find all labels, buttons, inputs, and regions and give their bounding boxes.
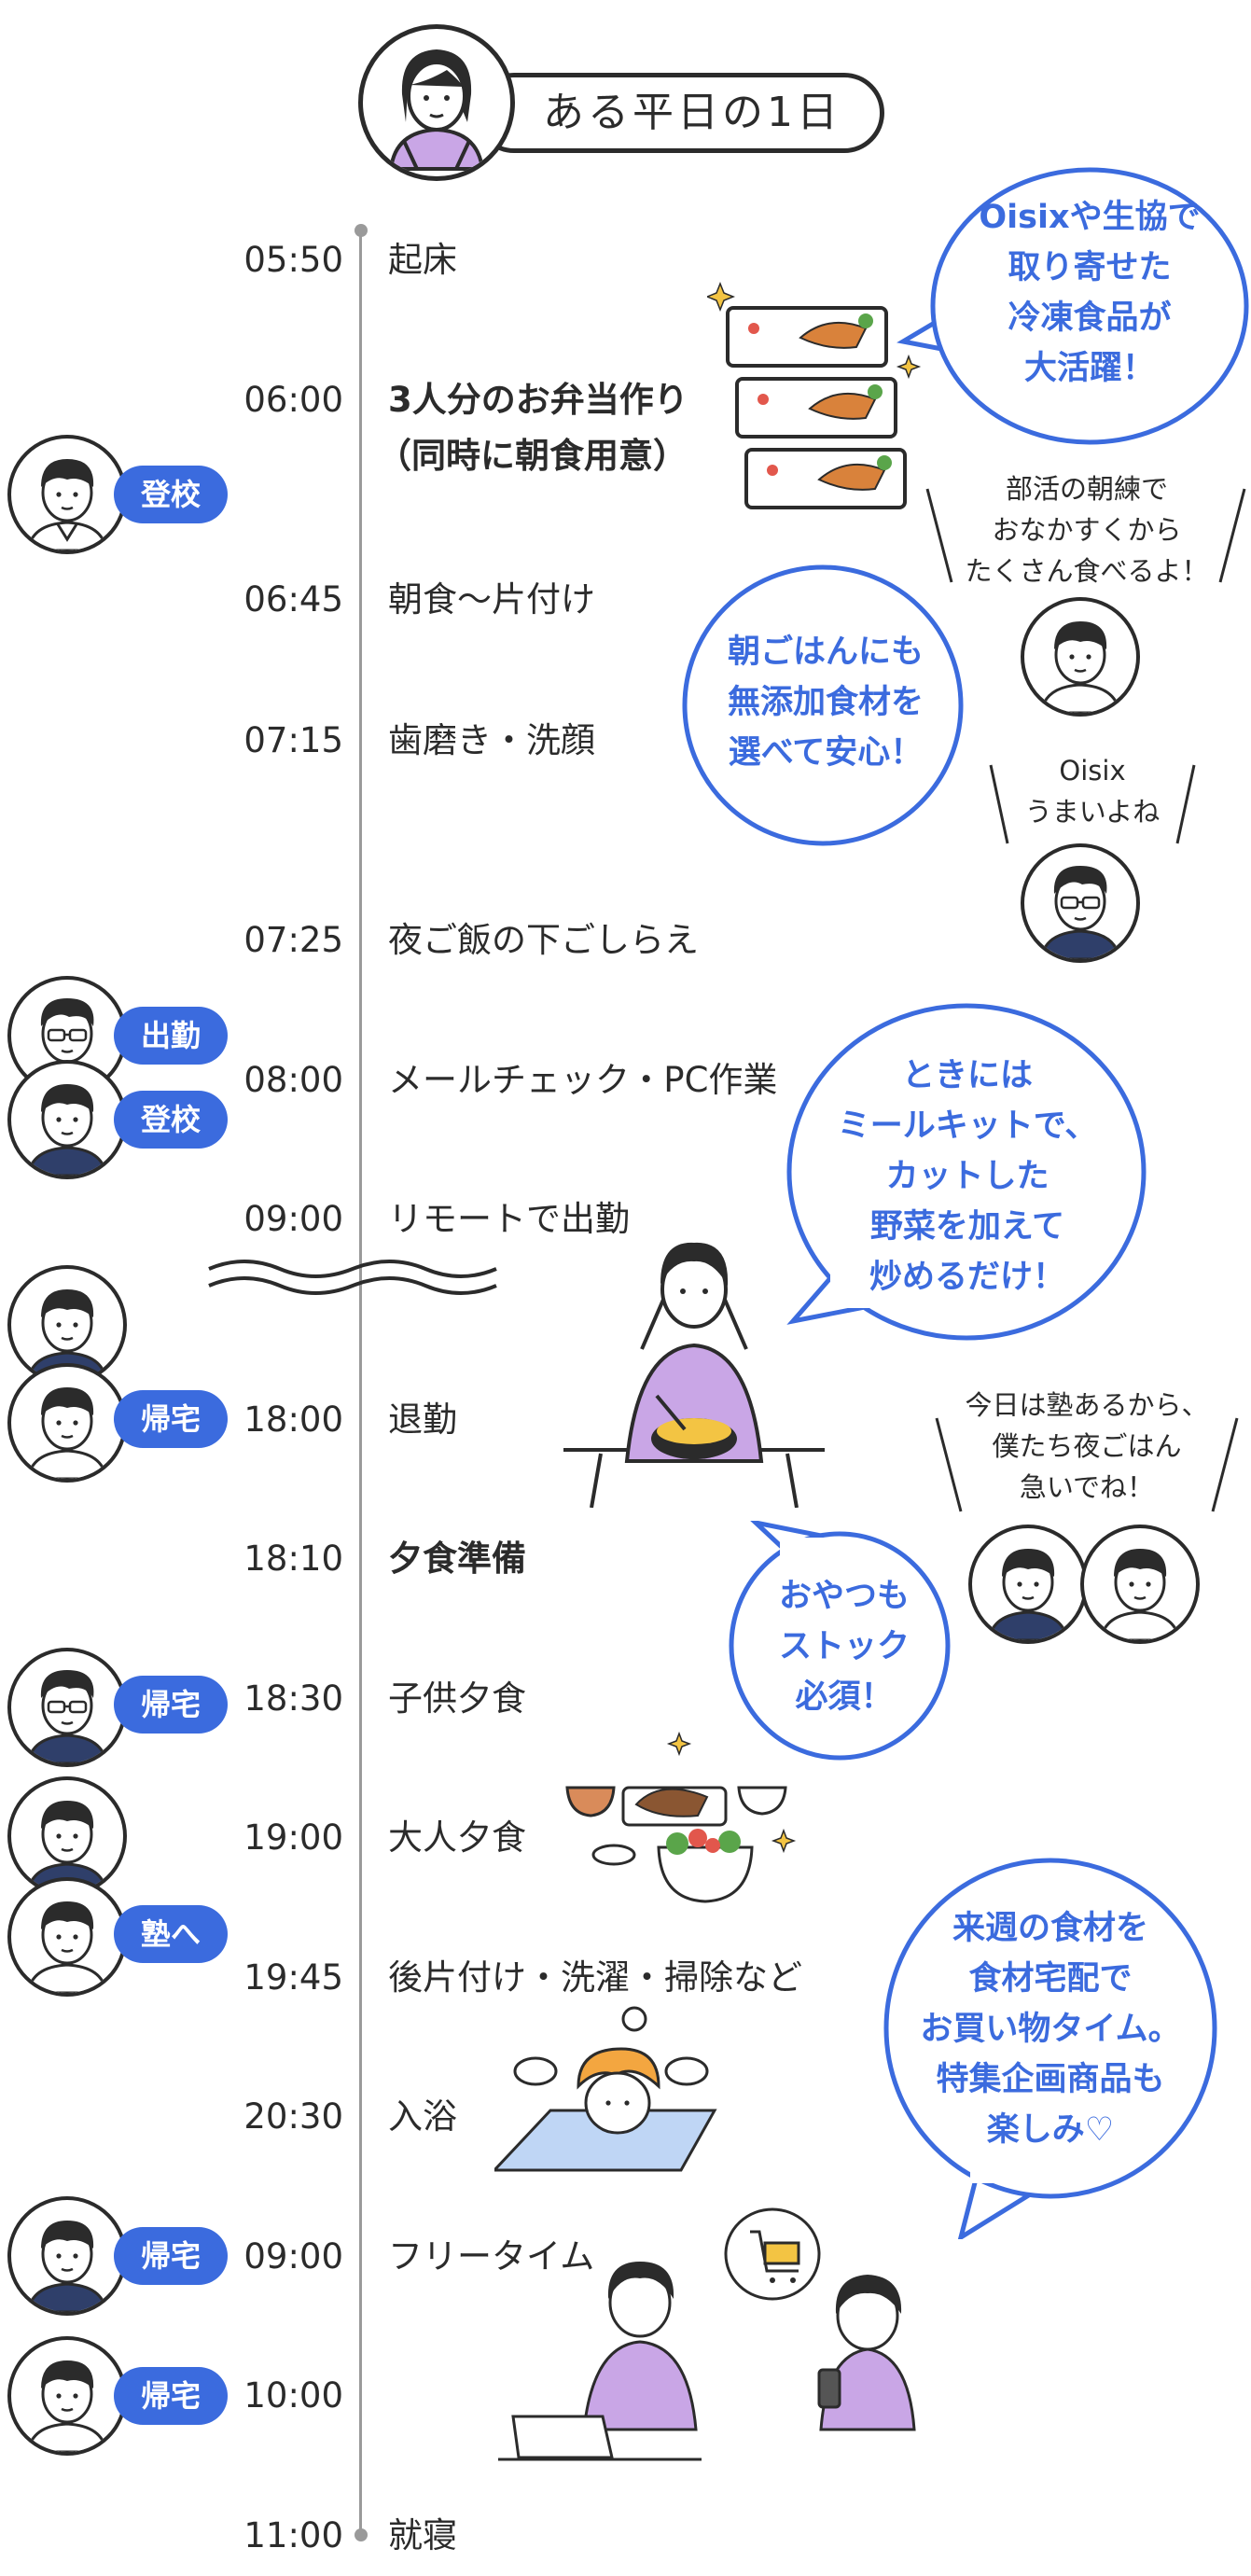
son-avatar xyxy=(7,1060,127,1179)
time-label: 18:10 xyxy=(243,1539,343,1579)
bubble-oisix-text: Oisixや生協で 取り寄せた 冷凍食品が 大活躍！ xyxy=(979,199,1201,387)
status-badge: 帰宅 xyxy=(114,1390,228,1448)
mom-avatar xyxy=(358,24,515,181)
son-avatar xyxy=(7,2196,127,2316)
page-title: ある平日の1日 xyxy=(543,89,841,136)
event-label: 大人夕食 xyxy=(388,1817,526,1858)
event-label: 就寝 xyxy=(388,2515,457,2555)
time-label: 18:00 xyxy=(243,1399,343,1440)
bubble-snack-text: おやつも ストック 必須！ xyxy=(778,1578,910,1716)
status-badge: 塾へ xyxy=(114,1905,228,1963)
time-label: 20:30 xyxy=(243,2096,343,2137)
time-label: 19:00 xyxy=(243,1817,343,1858)
time-label: 06:00 xyxy=(243,380,343,420)
speech-marks xyxy=(925,488,1246,583)
event-label: 入浴 xyxy=(388,2096,457,2137)
status-badge: 帰宅 xyxy=(114,2227,228,2285)
event-label-sub: （同時に朝食用意） xyxy=(377,436,688,476)
bubble-breakfast-text: 朝ごはんにも 無添加食材を 選べて安心！ xyxy=(727,634,924,772)
time-label: 07:25 xyxy=(243,920,343,960)
son-avatar xyxy=(7,1363,127,1483)
event-label: 後片付け・洗濯・掃除など xyxy=(388,1957,802,1998)
son-avatar xyxy=(1021,597,1140,717)
event-label: 起床 xyxy=(388,240,457,280)
time-label: 07:15 xyxy=(243,720,343,760)
dad-avatar xyxy=(7,1648,127,1767)
event-label: フリータイム xyxy=(388,2236,595,2277)
free-time-illustration xyxy=(498,2207,916,2461)
event-label: 夕食準備 xyxy=(388,1539,526,1579)
speech-bubble-snack xyxy=(729,1521,951,1761)
timeline-start-dot xyxy=(354,224,368,237)
bath-illustration xyxy=(494,2006,717,2172)
time-label: 05:50 xyxy=(243,240,343,280)
time-label: 09:00 xyxy=(243,1199,343,1239)
speech-marks xyxy=(935,1417,1239,1512)
dad-speech: Oisix うまいよね xyxy=(1024,755,1161,828)
son-avatar xyxy=(968,1525,1088,1644)
status-badge: 帰宅 xyxy=(114,2367,228,2425)
status-badge: 出勤 xyxy=(114,1007,228,1065)
event-label: リモートで出勤 xyxy=(388,1199,630,1239)
event-label: 退勤 xyxy=(388,1399,457,1440)
speech-bubble-shopping xyxy=(883,1858,1217,2239)
speech-bubble-oisix xyxy=(897,167,1249,445)
dinner-table-illustration xyxy=(565,1731,797,1903)
event-label: 歯磨き・洗顔 xyxy=(388,720,595,760)
time-label: 09:00 xyxy=(243,2236,343,2277)
speech-marks xyxy=(989,764,1196,844)
time-label: 10:00 xyxy=(243,2375,343,2416)
time-label: 08:00 xyxy=(243,1060,343,1100)
son-avatar xyxy=(7,1877,127,1997)
son-avatar xyxy=(7,435,127,554)
time-skip-wave xyxy=(208,1260,497,1295)
son-avatar xyxy=(1080,1525,1200,1644)
event-label: 朝食〜片付け xyxy=(388,579,595,620)
son-avatar xyxy=(7,2336,127,2456)
status-badge: 登校 xyxy=(114,1091,228,1149)
time-label: 11:00 xyxy=(243,2515,343,2555)
title-pill xyxy=(474,73,884,153)
son-morning-speech: 部活の朝練で おなかすくから たくさん食べるよ！ xyxy=(965,473,1209,587)
bento-boxes-illustration xyxy=(707,282,922,509)
mom-cooking-illustration xyxy=(563,1242,825,1508)
timeline-end-dot xyxy=(354,2528,368,2541)
timeline-line xyxy=(359,230,362,2534)
speech-bubble-breakfast xyxy=(682,564,964,846)
dad-avatar xyxy=(1021,843,1140,963)
event-label: 子供夕食 xyxy=(388,1678,526,1719)
kids-evening-speech: 今日は塾あるから、 僕たち夜ごはん 急いでね！ xyxy=(965,1389,1209,1503)
speech-bubble-mealkit xyxy=(786,1003,1147,1341)
bubble-shopping-text: 来週の食材を 食材宅配で お買い物タイム。 特集企画商品も 楽しみ♡ xyxy=(920,1910,1181,2149)
time-label: 06:45 xyxy=(243,579,343,620)
status-badge: 帰宅 xyxy=(114,1676,228,1734)
event-label: メールチェック・PC作業 xyxy=(388,1060,778,1100)
status-badge: 登校 xyxy=(114,466,228,523)
time-label: 19:45 xyxy=(243,1957,343,1998)
bubble-mealkit-text: ときには ミールキットで、 カットした 野菜を加えて 炒めるだけ！ xyxy=(837,1057,1098,1296)
time-label: 18:30 xyxy=(243,1678,343,1719)
event-label: 3人分のお弁当作り xyxy=(388,380,688,420)
event-label: 夜ご飯の下ごしらえ xyxy=(388,920,699,960)
